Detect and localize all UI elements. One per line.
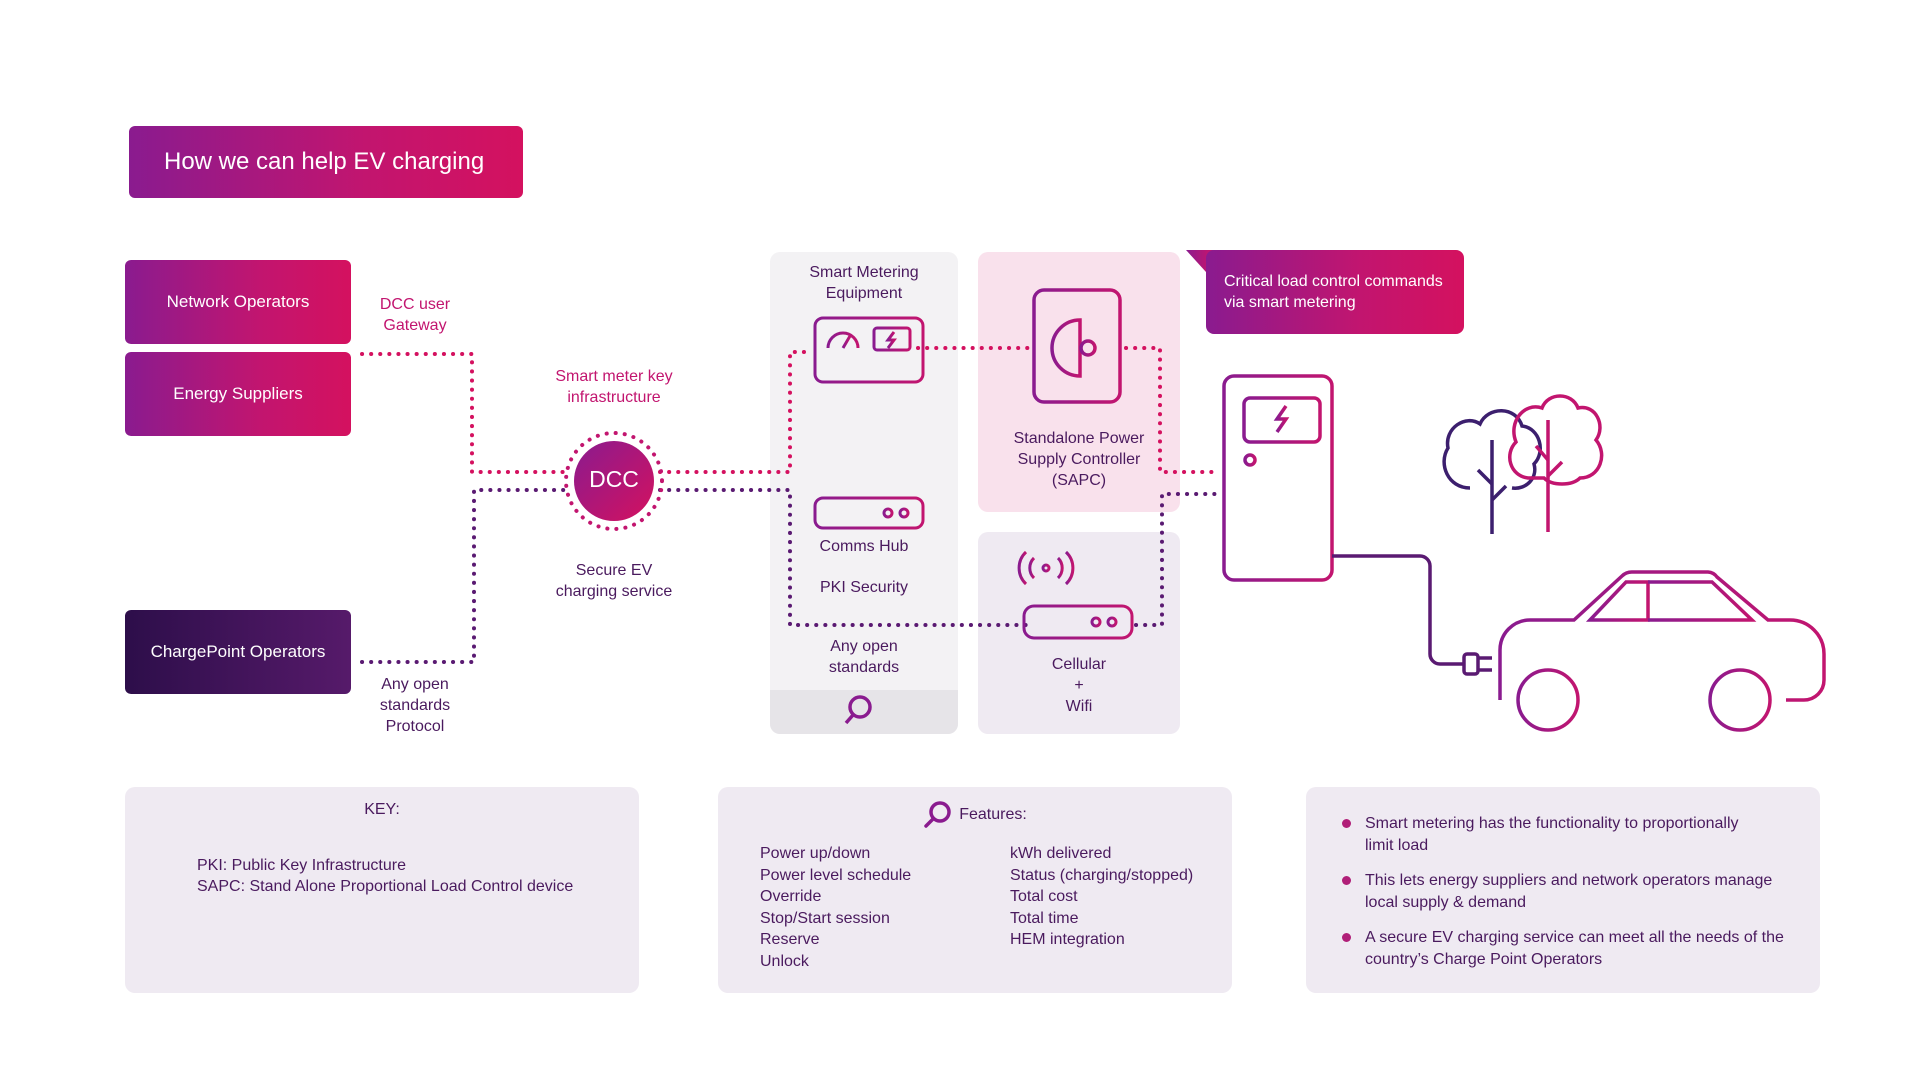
page-title: How we can help EV charging — [129, 126, 523, 198]
key-box: KEY: PKI: Public Key Infrastructure SAPC… — [125, 787, 639, 993]
feature-item: Power up/down — [760, 845, 871, 862]
sapc-icon — [1032, 288, 1122, 404]
key-list: PKI: Public Key Infrastructure SAPC: Sta… — [197, 855, 639, 898]
trees-icon — [1442, 394, 1604, 534]
energy-suppliers-label: Energy Suppliers — [173, 384, 303, 403]
cellular-panel — [978, 532, 1180, 734]
purple-data-path — [360, 488, 1222, 664]
pink-data-path — [360, 346, 1222, 474]
bullet-dot — [1342, 819, 1351, 828]
feature-item: Override — [760, 888, 822, 905]
bullet-item: This lets energy suppliers and network o… — [1342, 870, 1820, 913]
feature-item: Stop/Start session — [760, 909, 890, 927]
features-columns: Power up/down Power level schedule Overr… — [760, 843, 1232, 972]
charger-icon — [1222, 374, 1334, 582]
chargepoint-operators-box: ChargePoint Operators — [125, 610, 351, 694]
car-icon — [1498, 570, 1826, 732]
key-heading: KEY: — [364, 801, 400, 818]
feature-item: Status (charging/stopped) — [1010, 866, 1194, 884]
sapc-panel — [978, 252, 1180, 512]
bullet-dot — [1342, 933, 1351, 942]
features-box: Features: Power up/down Power level sche… — [718, 787, 1232, 993]
key-item: SAPC: Stand Alone Proportional Load Cont… — [197, 878, 574, 895]
feature-item: kWh delivered — [1010, 845, 1112, 862]
feature-item: Power level schedule — [760, 866, 912, 884]
comms-hub-icon — [813, 496, 925, 530]
feature-item: Unlock — [760, 952, 809, 970]
feature-item: Total cost — [1010, 888, 1078, 905]
chargepoint-operators-label: ChargePoint Operators — [150, 642, 326, 661]
router-icon — [1017, 550, 1134, 640]
feature-item: Total time — [1010, 909, 1079, 927]
cellular-wifi-label: Cellular+Wifi — [1051, 656, 1107, 715]
bullet-dot — [1342, 876, 1351, 885]
dcc-label: DCC — [589, 466, 639, 492]
key-item: PKI: Public Key Infrastructure — [197, 856, 406, 874]
network-operators-box: Network Operators — [125, 260, 351, 344]
panel-magnifier-icon — [844, 695, 872, 725]
benefits-box: Smart metering has the functionality to … — [1306, 787, 1820, 993]
features-col2: kWh delivered Status (charging/stopped) … — [1010, 843, 1193, 972]
feature-item: HEM integration — [1010, 931, 1125, 948]
features-col1: Power up/down Power level schedule Overr… — [760, 843, 1010, 972]
smart-metering-panel — [770, 252, 958, 734]
dcc-node — [574, 441, 654, 521]
comms-hub-label: Comms Hub — [819, 538, 909, 555]
features-heading: Features: — [959, 806, 1027, 824]
bullet-item: Smart metering has the functionality to … — [1342, 813, 1820, 856]
feature-item: Reserve — [760, 931, 820, 948]
features-heading-row: Features: — [718, 801, 1232, 829]
network-operators-label: Network Operators — [166, 292, 310, 311]
pki-security-label: PKI Security — [819, 579, 909, 596]
bullet-item: A secure EV charging service can meet al… — [1342, 927, 1820, 970]
plug-icon — [1332, 554, 1492, 676]
meter-icon — [813, 316, 925, 498]
magnifier-icon — [924, 801, 951, 828]
energy-suppliers-box: Energy Suppliers — [125, 352, 351, 436]
